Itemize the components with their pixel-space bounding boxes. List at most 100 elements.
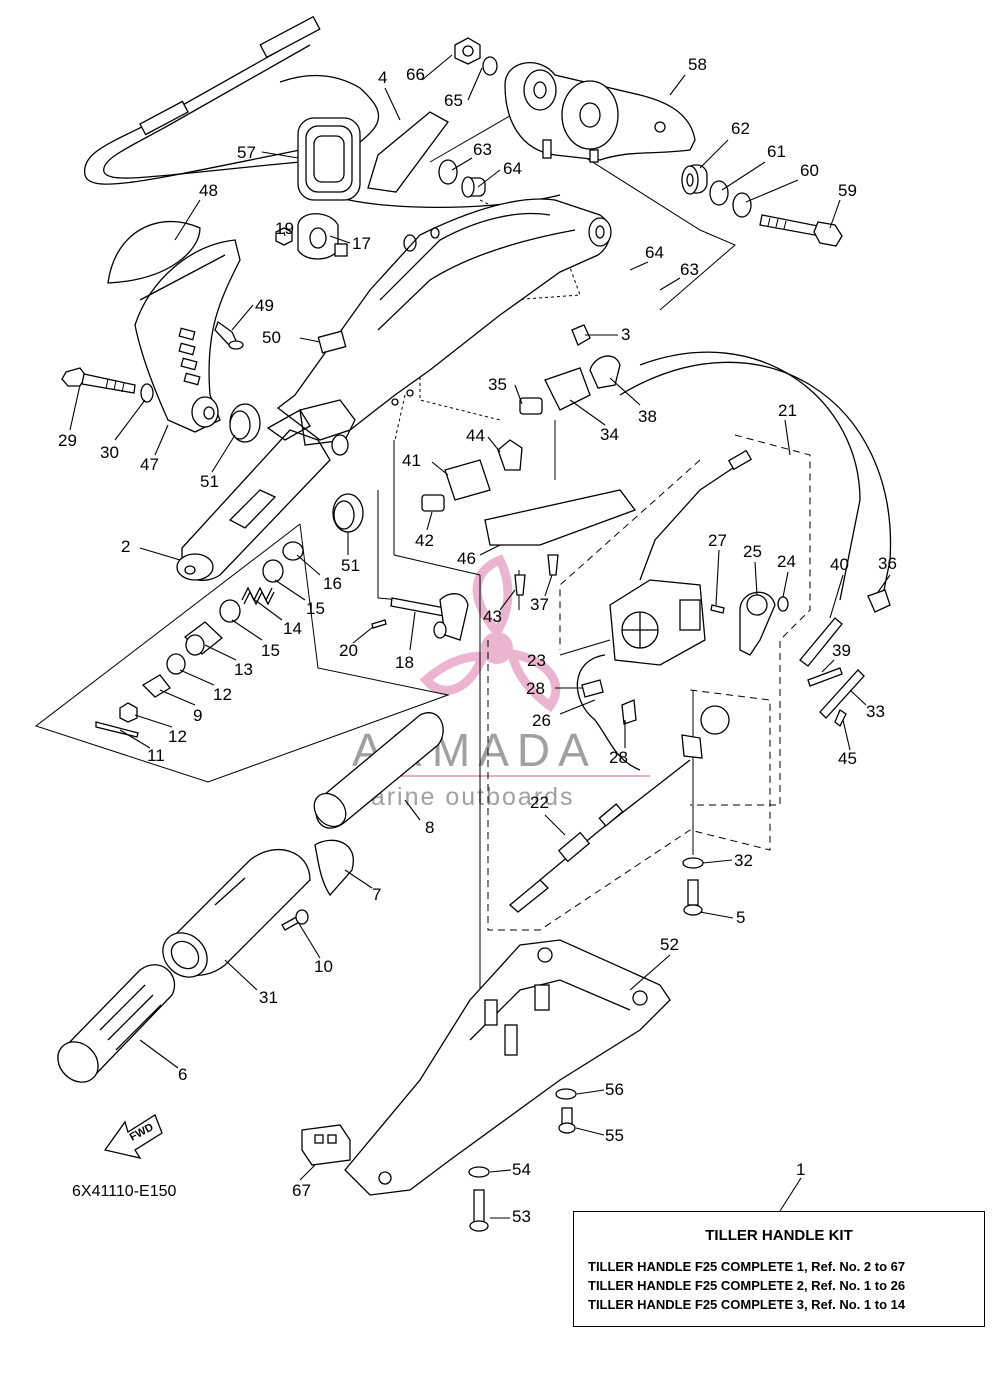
part-14-spring (241, 586, 275, 606)
leader-line-61 (721, 161, 766, 191)
leader-line-15 (274, 579, 306, 601)
leader-line-22 (544, 814, 566, 836)
part-label-48: 48 (199, 181, 218, 200)
part-64-bushing-upper (461, 176, 486, 198)
propeller-logo-icon (419, 554, 561, 713)
part-label-41: 41 (402, 451, 421, 470)
kit-line-1: TILLER HANDLE F25 COMPLETE 1, Ref. No. 2… (588, 1259, 906, 1274)
part-3-clip (571, 324, 591, 346)
part-43-screw (514, 574, 526, 596)
leader-line-15 (231, 619, 263, 641)
part-17-clamp (297, 213, 348, 260)
part-65-washer (482, 56, 498, 76)
part-label-30: 30 (100, 443, 119, 462)
leader-line-59 (829, 199, 841, 229)
part-40-rod (639, 351, 861, 667)
leader-line-63 (451, 157, 473, 171)
leader-line-48 (174, 199, 201, 241)
part-44-holder (497, 439, 523, 471)
part-label-16: 16 (323, 574, 342, 593)
part-63-washer-upper (438, 159, 458, 185)
leader-line-8 (404, 799, 421, 821)
part-label-7: 7 (372, 885, 381, 904)
part-label-28: 28 (609, 748, 628, 767)
part-label-10: 10 (314, 957, 333, 976)
part-59-bolt (759, 214, 843, 247)
leader-line-65 (467, 67, 483, 101)
part-label-51: 51 (200, 472, 219, 491)
cable-loop (84, 15, 561, 208)
part-label-58: 58 (688, 55, 707, 74)
leader-line-60 (745, 179, 799, 203)
part-19-nut (275, 227, 293, 246)
leader-line-14 (254, 599, 283, 621)
part-37-screw (547, 554, 559, 576)
leader-line-66 (421, 54, 453, 81)
part-label-60: 60 (800, 161, 819, 180)
part-label-15: 15 (306, 599, 325, 618)
part-46-plate (484, 489, 637, 546)
leader-line-33 (849, 689, 867, 706)
part-label-40: 40 (830, 555, 849, 574)
part-label-19: 19 (275, 219, 294, 238)
leader-line-2 (139, 547, 181, 561)
leader-line-56 (576, 1089, 605, 1095)
part-label-32: 32 (734, 851, 753, 870)
part-label-46: 46 (457, 549, 476, 568)
part-label-57: 57 (237, 143, 256, 162)
part-53-screw (469, 1189, 489, 1232)
leader-line-10 (297, 921, 321, 959)
part-36-clip (619, 361, 892, 613)
part-label-44: 44 (466, 426, 485, 445)
part-label-29: 29 (58, 431, 77, 450)
leader-line-39 (821, 659, 835, 673)
leader-line-38 (609, 377, 641, 406)
leader-line-16 (296, 554, 321, 576)
leader-line-63 (659, 277, 681, 291)
part-label-49: 49 (255, 296, 274, 315)
leader-line-30 (114, 399, 146, 441)
part-label-14: 14 (283, 619, 302, 638)
part-56-washer (555, 1088, 577, 1100)
part-label-20: 20 (339, 641, 358, 660)
part-26-wire (576, 654, 641, 771)
part-label-47: 47 (140, 455, 159, 474)
part-34-bracket (544, 367, 591, 411)
part-28-clip-b (621, 699, 637, 725)
leader-line-31 (224, 959, 258, 991)
part-41-bracket (444, 459, 491, 501)
part-label-59: 59 (838, 181, 857, 200)
leader-line-5 (699, 911, 734, 919)
part-47-grip-housing (134, 239, 241, 433)
part-20-clip (371, 619, 387, 629)
leader-line-7 (344, 869, 373, 889)
leader-line-35 (514, 384, 523, 405)
part-29-bolt (61, 367, 136, 394)
part-label-21: 21 (778, 401, 797, 420)
part-label-2: 2 (121, 537, 130, 556)
part-label-51: 51 (341, 556, 360, 575)
part-label-9: 9 (193, 706, 202, 725)
part-52-lower-cover (344, 939, 671, 1196)
leader-line-4 (384, 87, 401, 121)
leader-line-25 (754, 561, 758, 596)
part-label-26: 26 (532, 711, 551, 730)
leader-line-51 (211, 434, 236, 473)
part-62-spacer (681, 164, 708, 195)
part-7-cover (314, 839, 354, 897)
part-label-61: 61 (767, 142, 786, 161)
part-8-throttle-shaft (313, 712, 444, 829)
part-30-washer (140, 383, 154, 403)
part-label-43: 43 (483, 607, 502, 626)
kit-line-3: TILLER HANDLE F25 COMPLETE 3, Ref. No. 1… (588, 1297, 906, 1312)
leader-line-50 (299, 337, 321, 343)
part-15-nut-b (219, 599, 241, 623)
part-label-22: 22 (530, 793, 549, 812)
leader-line-11 (119, 729, 151, 749)
leader-line-34 (569, 399, 606, 426)
leader-line-67 (299, 1164, 316, 1181)
part-49-screw (214, 320, 244, 350)
part-label-12: 12 (213, 685, 232, 704)
